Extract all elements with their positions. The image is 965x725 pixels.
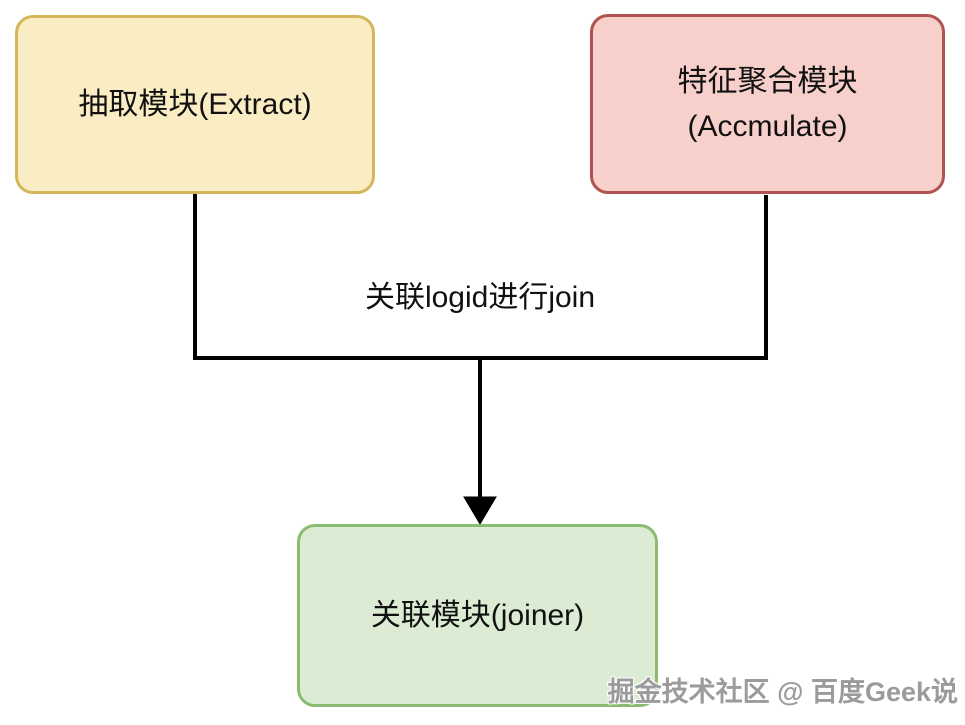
- node-accumulate: 特征聚合模块 (Accmulate): [590, 14, 945, 194]
- arrow-head-icon: [463, 496, 497, 525]
- node-accumulate-label-line1: 特征聚合模块: [677, 65, 858, 98]
- edge-label-join: 关联logid进行join: [364, 281, 596, 314]
- node-joiner-label: 关联模块(joiner): [370, 599, 585, 632]
- node-accumulate-label-line2: (Accmulate): [687, 110, 848, 143]
- node-accumulate-label: 特征聚合模块 (Accmulate): [678, 59, 858, 149]
- node-joiner: 关联模块(joiner): [297, 524, 658, 707]
- node-extract: 抽取模块(Extract): [15, 15, 375, 194]
- node-extract-label: 抽取模块(Extract): [78, 88, 312, 121]
- watermark-text: 掘金技术社区 @ 百度Geek说: [607, 677, 958, 707]
